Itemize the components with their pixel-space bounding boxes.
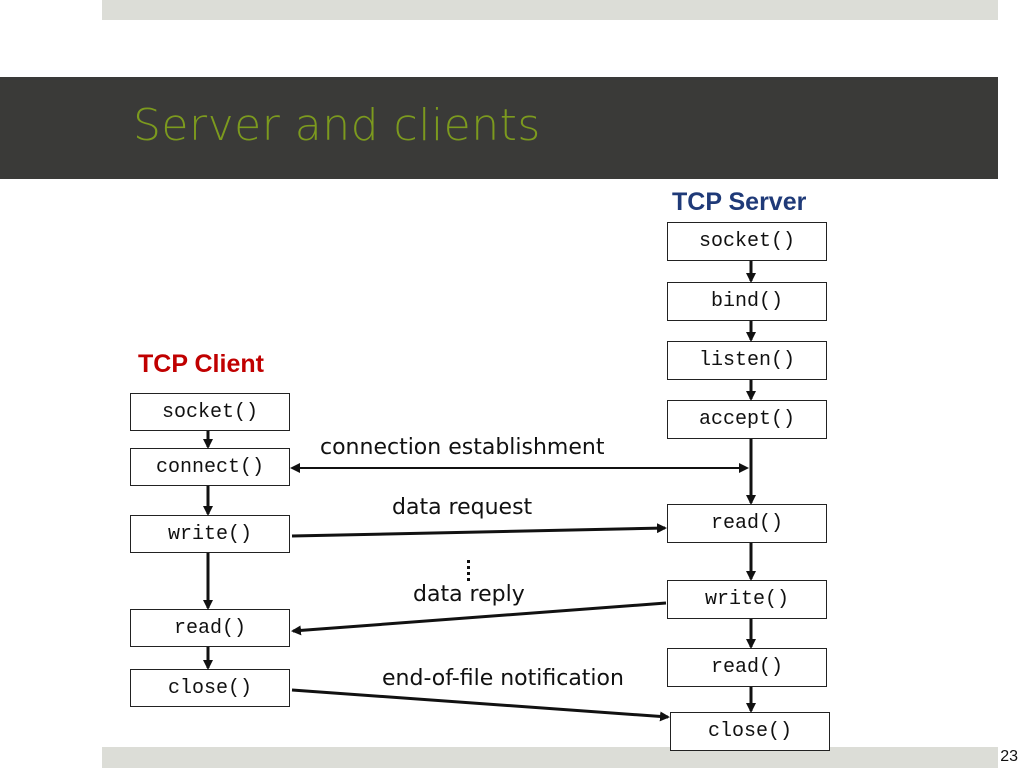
title-band: [0, 77, 998, 179]
top-decor-bar: [102, 0, 998, 20]
eof-arrow: [291, 688, 670, 722]
data-request-arrow: [291, 523, 667, 538]
page-title: Server and clients: [133, 100, 541, 151]
page-number: 23: [1000, 748, 1018, 765]
server-read-eof-box: read(): [667, 648, 827, 687]
client-read-box: read(): [130, 609, 290, 647]
client-write-box: write(): [130, 515, 290, 553]
label-data-reply: data reply: [413, 582, 525, 607]
label-end-of-file-notification: end-of-file notification: [382, 666, 624, 691]
server-close-box: close(): [670, 712, 830, 751]
server-socket-box: socket(): [667, 222, 827, 261]
client-heading: TCP Client: [138, 350, 264, 378]
client-socket-box: socket(): [130, 393, 290, 431]
ellipsis-dots: [467, 560, 470, 581]
server-write-box: write(): [667, 580, 827, 619]
data-reply-arrow: [291, 601, 667, 636]
server-read-box: read(): [667, 504, 827, 543]
bottom-decor-bar: [102, 747, 998, 768]
label-data-request: data request: [392, 495, 533, 520]
label-connection-establishment: connection establishment: [320, 435, 605, 460]
server-heading: TCP Server: [672, 188, 807, 216]
client-close-box: close(): [130, 669, 290, 707]
